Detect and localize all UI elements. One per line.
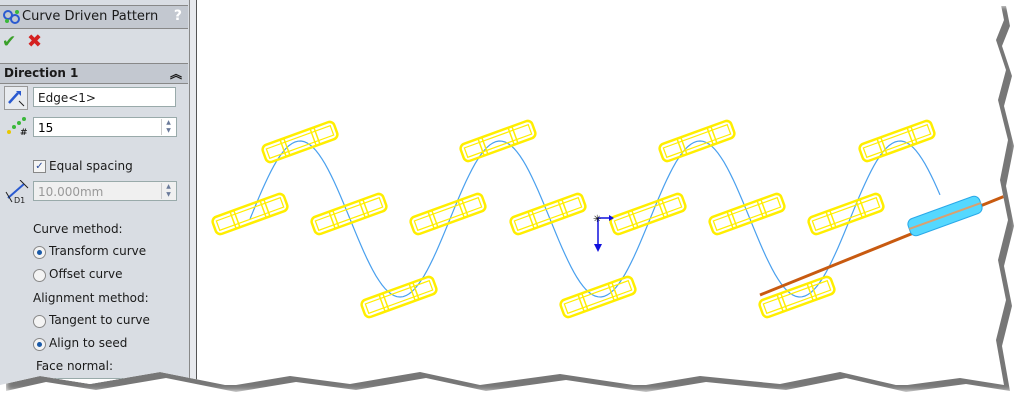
equal-spacing-label: Equal spacing xyxy=(49,159,133,173)
face-normal-label: Face normal: xyxy=(36,359,114,373)
pattern-curve xyxy=(249,140,941,298)
spacing-spinner[interactable]: ▲▼ xyxy=(161,183,175,199)
feature-title-bar: Curve Driven Pattern ? xyxy=(0,5,188,29)
property-manager: Curve Driven Pattern ? ✔ ✖ Direction 1 ︽… xyxy=(0,0,190,386)
triad-arrow-right-icon xyxy=(609,215,614,221)
pattern-instance xyxy=(409,192,487,236)
ok-button[interactable]: ✔ xyxy=(2,32,17,52)
instances-icon: # xyxy=(7,117,28,137)
instances-field[interactable]: 15 ▲▼ xyxy=(33,117,177,137)
curve-method-label: Curve method: xyxy=(33,222,123,236)
instances-value: 15 xyxy=(38,121,54,135)
curve-pattern-icon xyxy=(3,10,20,24)
pattern-instance xyxy=(708,192,786,236)
direction1-header[interactable]: Direction 1 ︽ xyxy=(0,63,188,84)
direction-reference-field[interactable]: Edge<1> xyxy=(33,87,176,107)
triad-origin-icon: ✳ xyxy=(593,214,601,225)
pattern-instance xyxy=(758,275,836,319)
offset-curve-radio[interactable] xyxy=(33,269,46,282)
direction1-title: Direction 1 xyxy=(4,66,79,80)
alignment-method-label: Alignment method: xyxy=(33,291,149,305)
spacing-value: 10.000mm xyxy=(38,185,104,199)
pattern-instance xyxy=(807,192,885,236)
pattern-instance xyxy=(310,192,388,236)
spacing-dimension-icon: D1 xyxy=(5,180,29,204)
triad-arrow-down-icon xyxy=(594,244,602,252)
pattern-instance xyxy=(509,192,587,236)
direction-arrow-icon xyxy=(8,91,25,107)
seed-feature xyxy=(907,195,983,237)
feature-title: Curve Driven Pattern xyxy=(22,9,159,24)
instances-spinner[interactable]: ▲▼ xyxy=(161,119,175,135)
svg-text:#: # xyxy=(20,128,28,137)
graphics-viewport[interactable]: ✳ xyxy=(0,0,1010,385)
svg-text:D1: D1 xyxy=(14,196,25,204)
offset-curve-label[interactable]: Offset curve xyxy=(49,267,123,281)
double-chevron-up-icon[interactable]: ︽ xyxy=(169,67,182,81)
screenshot-frame: Curve Driven Pattern ? ✔ ✖ Direction 1 ︽… xyxy=(0,0,1010,386)
panel-splitter[interactable] xyxy=(190,0,197,386)
pattern-instance xyxy=(658,119,736,163)
equal-spacing-checkbox[interactable]: ✓ xyxy=(33,160,46,173)
pattern-instance xyxy=(261,120,339,164)
pattern-instance xyxy=(459,119,537,163)
align-to-seed-label[interactable]: Align to seed xyxy=(49,336,128,350)
pattern-instance xyxy=(858,119,936,163)
spacing-field[interactable]: 10.000mm ▲▼ xyxy=(33,181,177,201)
align-to-seed-radio[interactable] xyxy=(33,338,46,351)
transform-curve-label[interactable]: Transform curve xyxy=(49,244,147,258)
question-icon[interactable]: ? xyxy=(173,8,182,24)
pattern-instance xyxy=(609,192,687,236)
tangent-to-curve-label[interactable]: Tangent to curve xyxy=(49,313,150,327)
direction-reference-button[interactable] xyxy=(4,86,28,110)
pattern-instance xyxy=(360,275,438,319)
pattern-instance xyxy=(559,275,637,319)
tangent-to-curve-radio[interactable] xyxy=(33,315,46,328)
cancel-button[interactable]: ✖ xyxy=(27,31,43,52)
pattern-instance xyxy=(211,192,289,236)
transform-curve-radio[interactable] xyxy=(33,246,46,259)
